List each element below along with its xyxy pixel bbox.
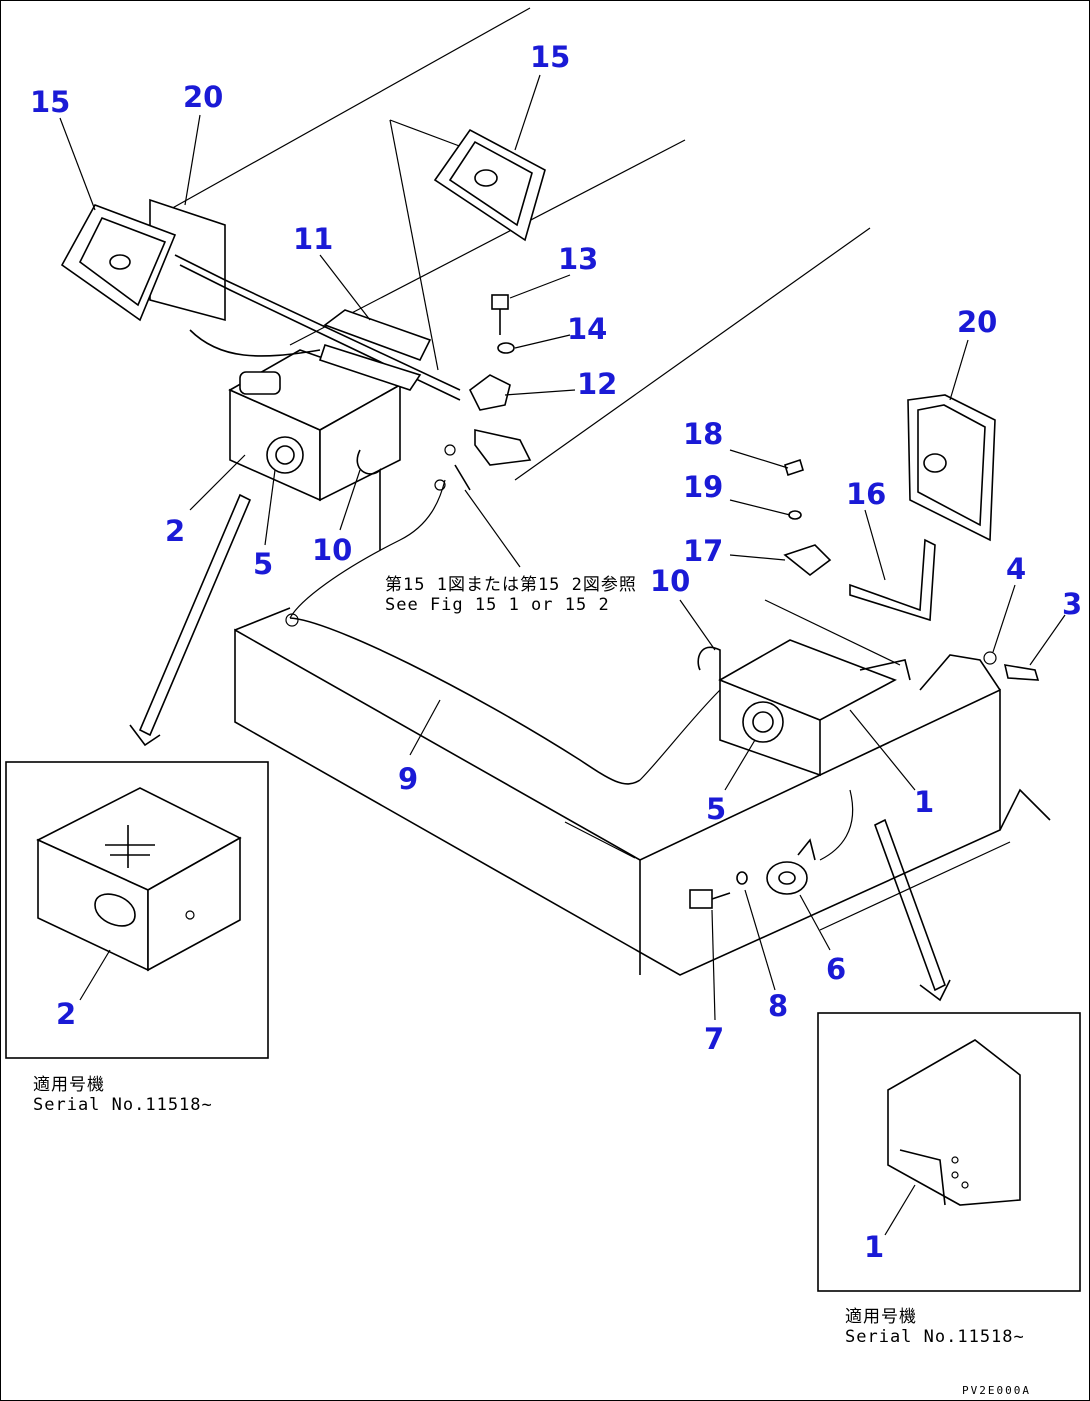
serial-note-left-jp: 適用号機 <box>33 1075 105 1095</box>
mounting-bracket <box>318 309 432 391</box>
callout-1-inset: 1 <box>864 1230 885 1264</box>
top-mirror <box>433 128 546 242</box>
callout-3: 3 <box>1062 587 1083 621</box>
left-lamp-assembly <box>189 329 402 550</box>
hardware-upper <box>434 294 532 491</box>
inset-right <box>817 1012 1081 1292</box>
callout-11: 11 <box>293 222 334 256</box>
wiring-harness <box>285 479 721 785</box>
reference-note-en: See Fig 15 1 or 15 2 <box>385 595 610 616</box>
callout-10-left: 10 <box>312 533 353 567</box>
left-mirror <box>60 198 461 401</box>
inset-left <box>5 761 269 1059</box>
callout-6: 6 <box>826 952 847 986</box>
callout-20-right-mirror: 20 <box>957 305 998 339</box>
serial-note-right-en: Serial No.11518~ <box>845 1327 1025 1348</box>
serial-note-right-jp: 適用号機 <box>845 1307 917 1327</box>
callout-2-inset: 2 <box>56 997 77 1031</box>
callout-15-top-mirror: 15 <box>530 40 571 74</box>
callout-15-left-mirror: 15 <box>30 85 71 119</box>
callout-12: 12 <box>577 367 618 401</box>
drawing-code: PV2E000A <box>962 1384 1031 1397</box>
callout-18: 18 <box>683 417 724 451</box>
callout-9: 9 <box>398 762 419 796</box>
counterweight-body <box>234 607 1051 976</box>
callout-19: 19 <box>683 470 724 504</box>
detail-arrows <box>129 493 951 1002</box>
callout-14: 14 <box>567 312 608 346</box>
callout-20-left-plate: 20 <box>183 80 224 114</box>
callout-7: 7 <box>704 1022 725 1056</box>
leader-lines <box>59 74 1066 1236</box>
callout-17: 17 <box>683 534 724 568</box>
serial-note-right: 適用号機 Serial No.11518~ <box>845 1307 1025 1348</box>
construction-lines <box>159 7 871 481</box>
callout-5-left: 5 <box>253 547 274 581</box>
callout-13: 13 <box>558 242 599 276</box>
reference-note-jp: 第15 1図または第15 2図参照 <box>385 575 637 595</box>
serial-note-left-en: Serial No.11518~ <box>33 1095 213 1116</box>
hardware-right <box>783 458 1040 681</box>
figure-reference-note: 第15 1図または第15 2図参照 See Fig 15 1 or 15 2 <box>385 575 637 616</box>
callout-5-right: 5 <box>706 792 727 826</box>
right-lamp-assembly <box>697 599 911 777</box>
serial-note-left: 適用号機 Serial No.11518~ <box>33 1075 213 1116</box>
horn-hardware <box>689 789 854 909</box>
callout-10-right: 10 <box>650 564 691 598</box>
callout-1-main: 1 <box>914 785 935 819</box>
callout-2-main: 2 <box>165 514 186 548</box>
right-mirror <box>907 394 996 542</box>
callout-4: 4 <box>1006 552 1027 586</box>
callout-8: 8 <box>768 989 789 1023</box>
callout-16: 16 <box>846 477 887 511</box>
